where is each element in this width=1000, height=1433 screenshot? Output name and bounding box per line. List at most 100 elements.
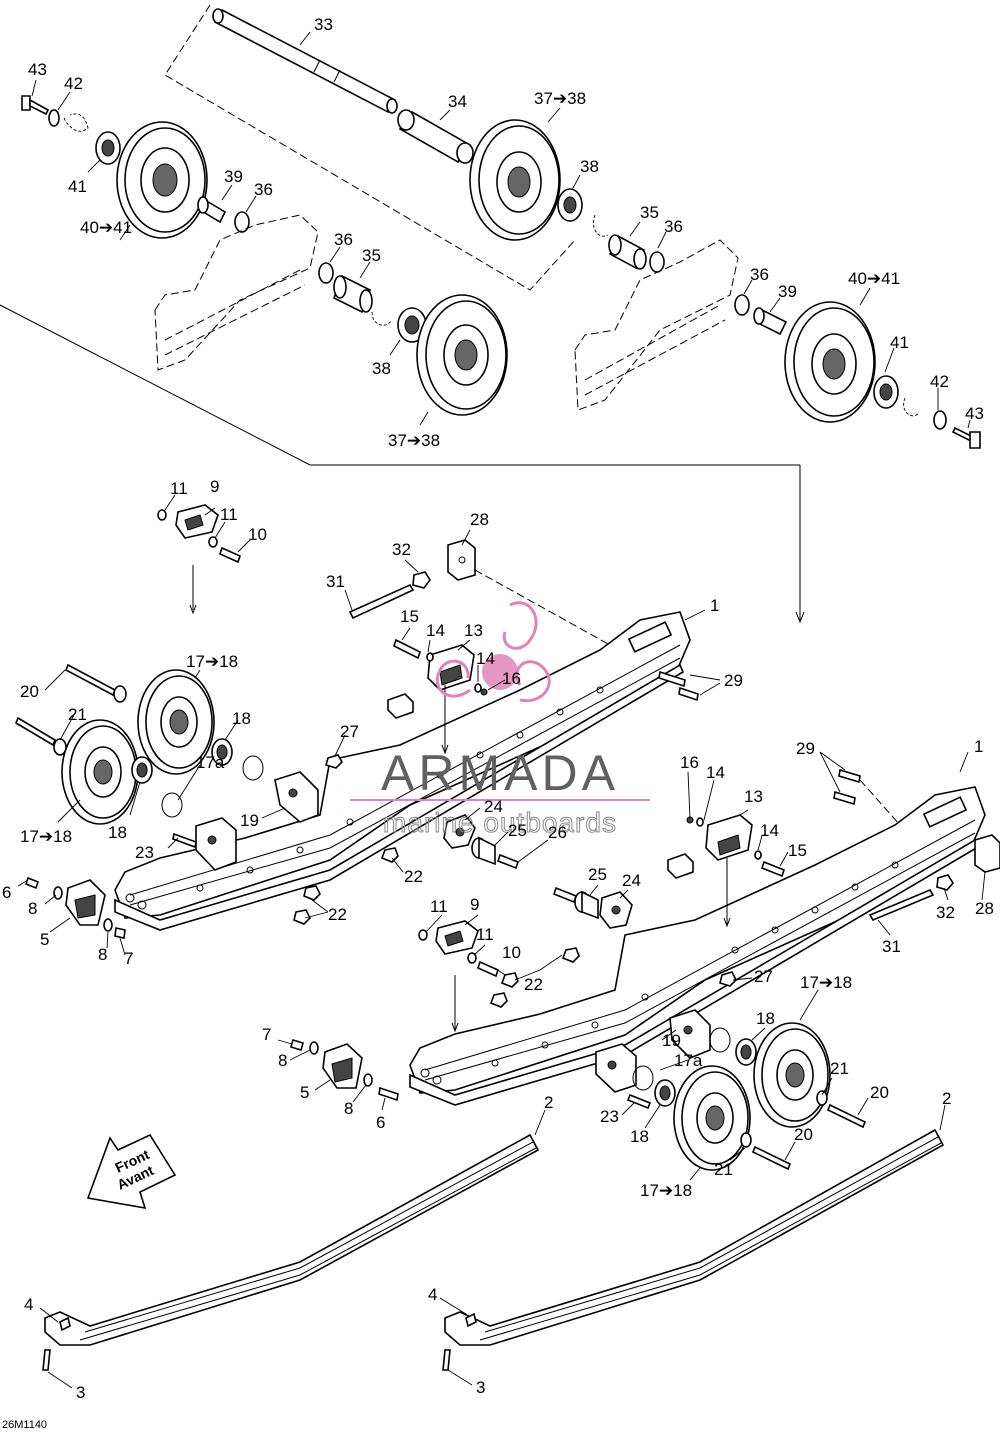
callout-31-upper: 31 [326,572,345,591]
callout-14-right-b: 14 [760,821,779,840]
shock-eye-lower [599,891,633,929]
rod-31-upper [348,583,415,620]
callout-38-center: 38 [372,359,391,378]
callout-10-a: 10 [248,525,267,544]
callout-15-left: 15 [400,607,419,626]
callout-42-right: 42 [930,372,949,391]
rear-idler-wheel-upper [469,119,561,241]
callout-14-left-b: 14 [476,649,495,668]
nut-22-d [561,947,580,963]
callout-9-a: 9 [210,477,219,496]
callout-35-right: 35 [640,203,659,222]
callout-24-upper: 24 [484,797,503,816]
nut-22-c [293,909,311,925]
washer-8-left-b [103,918,113,932]
bolt-29-right-a [838,768,861,784]
callout-11-c: 11 [430,897,448,916]
washer-8-right-b [363,1073,373,1087]
callout-43-left: 43 [28,60,47,79]
callout-33: 33 [314,15,333,34]
callout-24-lower: 24 [622,871,641,890]
callout-18-right-a: 18 [756,1009,775,1028]
callout-18-right-b: 18 [630,1127,649,1146]
watermark-tagline: marine outboards [383,807,617,838]
bearing-18-left-upper [211,738,233,766]
bolt-26-upper [497,853,519,870]
nut-22-e [500,972,519,988]
nut-7-left [114,927,126,939]
callout-25-upper: 25 [508,821,527,840]
callout-14-left-a: 14 [426,621,445,640]
callout-41-right: 41 [890,333,909,352]
ring-center [318,262,334,284]
callout-22-c: 22 [524,975,543,994]
callout-11-b: 11 [220,505,238,524]
insert-block-left [387,693,414,719]
front-wheel-lower-right [673,1065,751,1171]
callout-9-b: 9 [470,895,479,914]
bolt-right [951,426,981,449]
shock-bracket-left [393,638,488,696]
callout-17-18-lower-right: 17➔18 [640,1181,692,1200]
rear-idler-wheel-left [116,121,208,239]
spacer-right-2 [753,307,788,336]
bolt-20-left [64,663,127,703]
callout-16-left: 16 [502,669,521,688]
wheel-mount-upper-right [669,1009,711,1059]
bolt-left [21,95,50,116]
watermark: ARMADA marine outboards [350,601,650,839]
callout-40-41-left: 40➔41 [80,218,132,237]
callout-19-left: 19 [240,811,259,830]
nut-22-b [303,885,321,901]
callout-3-right: 3 [476,1378,485,1397]
callout-labels: 33 43 42 34 37➔38 38 41 39 36 40➔41 35 3… [2,15,994,1402]
callout-17-18-lower-left: 17➔18 [20,827,72,846]
ring-17a-lower-left [161,792,183,818]
callout-36-center: 36 [334,230,353,249]
callout-17-18-upper-right: 17➔18 [800,973,852,992]
callout-6-left: 6 [2,883,11,902]
callout-13-right: 13 [744,787,763,806]
rear-axle-assembly [0,4,981,624]
wheel-mount-lower-left [195,817,237,871]
callout-34: 34 [448,92,467,111]
callout-13-left: 13 [464,621,483,640]
callout-8-right-b: 8 [344,1099,353,1118]
callout-6-right: 6 [376,1113,385,1132]
slide-rail-right [409,786,986,1106]
callout-1-right: 1 [974,737,983,756]
callout-36-right: 36 [664,217,683,236]
callout-27-left: 27 [340,722,359,741]
callout-18-left-b: 18 [108,823,127,842]
callout-37-38-upper: 37➔38 [534,89,586,108]
callout-14-right-a: 14 [706,763,725,782]
callout-36-left: 36 [254,180,273,199]
bolt-29-right-b [833,790,856,806]
slider-left [42,1133,540,1371]
washer-21-right-lower [740,1132,752,1148]
nut-27-right [719,971,737,987]
rear-idler-wheel-center [416,294,508,416]
callout-17-18-upper-left: 17➔18 [186,652,238,671]
spacer-right [608,234,647,270]
callout-7-right: 7 [262,1025,271,1044]
callout-5-right: 5 [300,1083,309,1102]
callout-20-right-a: 20 [870,1083,889,1102]
callout-4-right: 4 [428,1285,437,1304]
ring-17a-upper-right [709,1027,731,1053]
axle-shaft [212,8,398,114]
callout-8-left-a: 8 [28,899,37,918]
rail-block [447,539,476,581]
front-direction-arrow: Front Avant [86,1133,177,1210]
callout-26: 26 [548,823,567,842]
slider-right [442,1128,945,1371]
callout-29-right: 29 [796,739,815,758]
nut-32-lower [936,874,954,891]
nut-32-upper [412,571,431,589]
washer-right [933,410,947,430]
callout-22-a: 22 [404,867,423,886]
callout-20-left: 20 [20,682,39,701]
callout-23-left: 23 [135,843,154,862]
bearing-left [95,131,121,165]
